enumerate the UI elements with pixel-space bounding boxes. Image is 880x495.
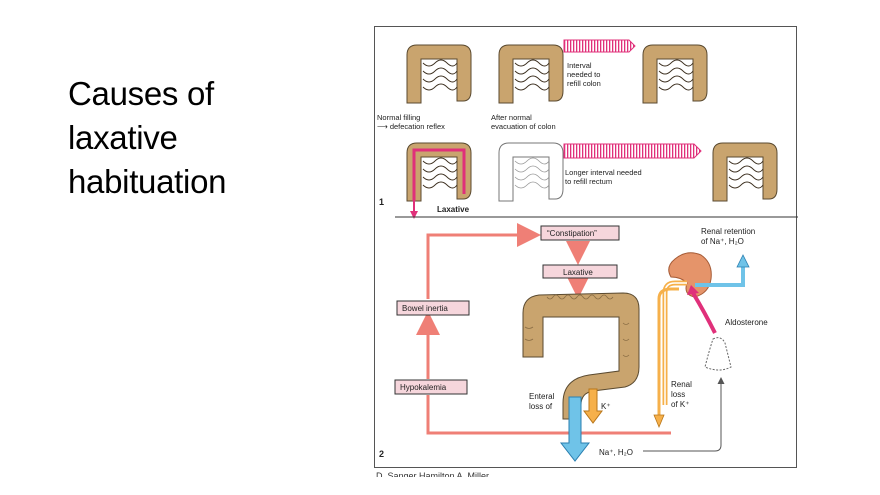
bowel-inertia-label: Bowel inertia xyxy=(402,304,448,313)
caption-normal-1: Normal filling xyxy=(377,113,420,122)
title-line-1: Causes of xyxy=(68,75,214,112)
colon-laxative-emptied xyxy=(406,142,472,219)
hypokalemia-label: Hypokalemia xyxy=(400,383,447,392)
na-h2o-outflow-arrow xyxy=(559,396,591,462)
colon-large xyxy=(522,292,640,420)
caption-normal-2: ⟶ defecation reflex xyxy=(377,122,445,131)
panel1-number: 1 xyxy=(379,197,384,207)
laxative-figure: Normal filling ⟶ defecation reflex After… xyxy=(374,26,798,468)
bowel-inertia-box: Bowel inertia xyxy=(396,300,470,316)
caption-after-1: After normal xyxy=(491,113,532,122)
colon-normal-filling xyxy=(406,44,472,104)
figure-credit: D. Sanger Hamilton A. Miller xyxy=(376,471,490,477)
longer-text-2: to refill rectum xyxy=(565,177,612,186)
interval-text-3: refill colon xyxy=(567,79,601,88)
colon-refilled xyxy=(642,44,708,104)
enteral-2: loss of xyxy=(529,402,553,411)
renal-retention-1: Renal retention xyxy=(701,227,755,236)
renal-retention-arrow xyxy=(695,265,745,287)
figure-drawing: Normal filling ⟶ defecation reflex After… xyxy=(377,39,798,462)
renal-k-arrowhead xyxy=(653,414,665,429)
hypokalemia-box: Hypokalemia xyxy=(394,379,468,395)
slide-title: Causes of laxative habituation xyxy=(68,72,328,204)
renal-loss-2: loss xyxy=(671,390,685,399)
constipation-box: “Constipation” xyxy=(540,225,620,241)
colon-refilled-late xyxy=(712,142,778,202)
interval-text-2: needed to xyxy=(567,70,600,79)
title-line-2: laxative xyxy=(68,119,178,156)
enteral-k-label: K⁺ xyxy=(601,402,611,411)
na-feedback-line xyxy=(643,377,725,452)
laxative-box: Laxative xyxy=(542,264,618,279)
na-h2o-label: Na⁺, H₂O xyxy=(599,448,633,457)
panel2-number: 2 xyxy=(379,449,384,459)
loop-bottom-line xyxy=(426,395,671,435)
interval-text-1: Interval xyxy=(567,61,592,70)
laxative-label-2: Laxative xyxy=(563,268,593,277)
enteral-k-arrow xyxy=(583,388,603,424)
loop-up-arrow-2 xyxy=(426,223,541,299)
caption-after-2: evacuation of colon xyxy=(491,122,556,131)
enteral-1: Enteral xyxy=(529,392,555,401)
longer-interval-arrow xyxy=(563,143,702,159)
longer-text-1: Longer interval needed xyxy=(565,168,642,177)
constipation-label: “Constipation” xyxy=(547,229,597,238)
interval-arrow xyxy=(563,39,636,53)
title-line-3: habituation xyxy=(68,163,227,200)
renal-loss-1: Renal xyxy=(671,380,692,389)
aldosterone-label: Aldosterone xyxy=(725,318,768,327)
renal-retention-2: of Na⁺, H₂O xyxy=(701,237,744,246)
laxative-label-1: Laxative xyxy=(437,205,470,214)
colon-after-evacuation xyxy=(498,44,564,104)
colon-empty-outline xyxy=(498,142,564,202)
renal-loss-3: of K⁺ xyxy=(671,400,689,409)
adrenal-gland xyxy=(704,337,732,371)
aldosterone-arrow xyxy=(691,291,717,334)
